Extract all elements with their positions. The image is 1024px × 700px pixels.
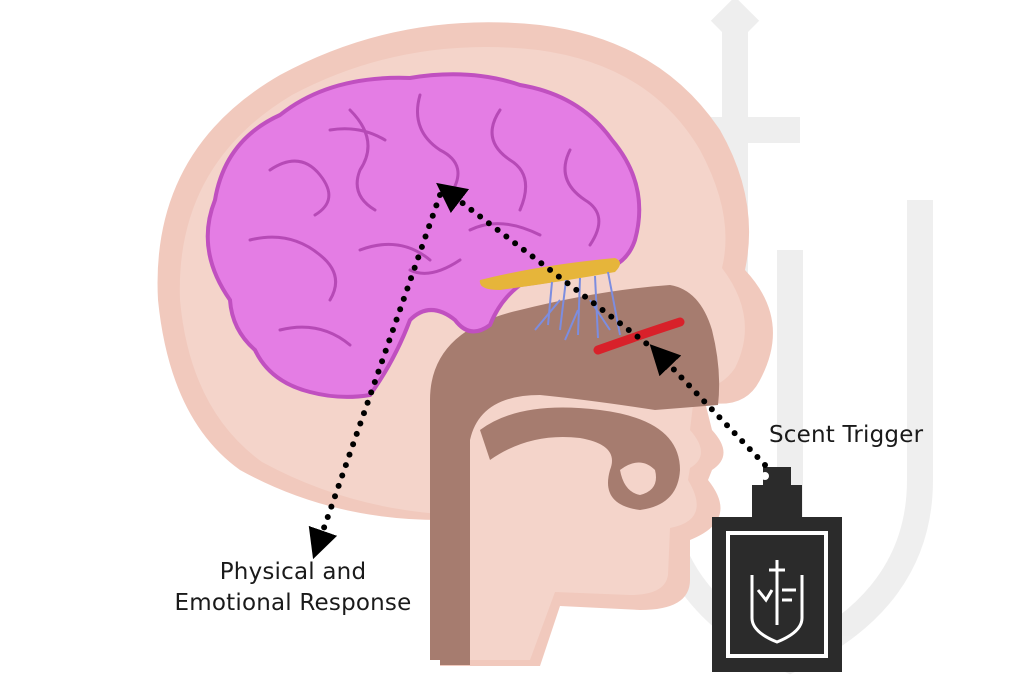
nasal-cavity bbox=[430, 285, 720, 665]
olfactory-nerves bbox=[534, 271, 621, 341]
arrow-scent-to-receptors bbox=[649, 344, 768, 468]
response-label: Physical and Emotional Response bbox=[160, 557, 426, 619]
response-label-line2: Emotional Response bbox=[174, 590, 412, 616]
arrow-brain-to-response bbox=[308, 192, 443, 560]
olfactory-bulb bbox=[479, 258, 620, 290]
scent-trigger-label: Scent Trigger bbox=[769, 422, 924, 448]
arrow-receptors-to-brain bbox=[436, 182, 658, 353]
sword-shield-logo-icon bbox=[750, 560, 804, 644]
response-label-line1: Physical and bbox=[219, 559, 367, 585]
